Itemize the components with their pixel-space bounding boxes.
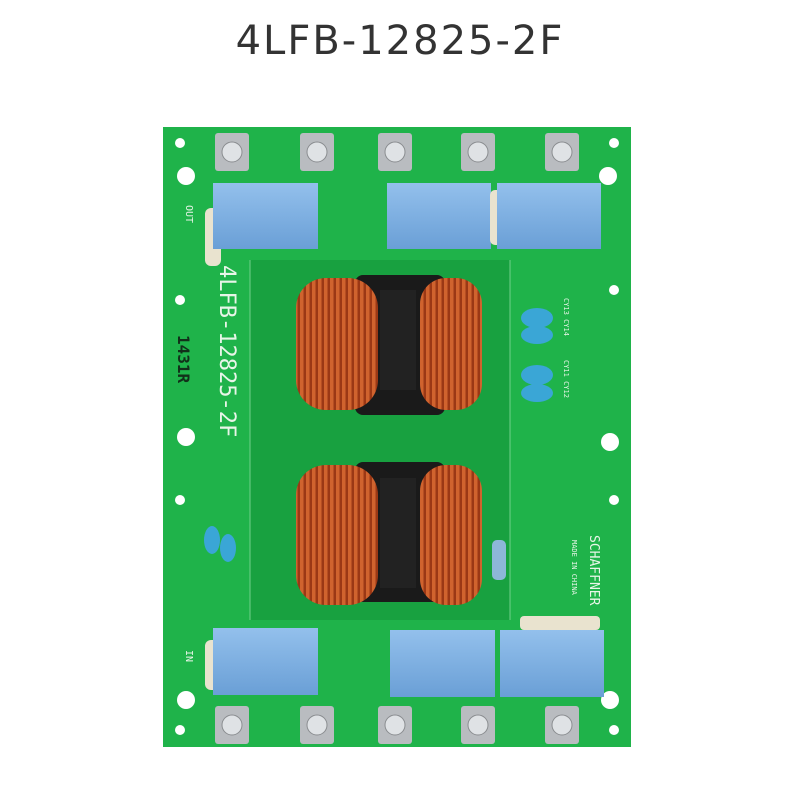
screw-head bbox=[551, 141, 573, 163]
screw-head bbox=[221, 714, 243, 736]
cap-label-1: CY13 CY14 bbox=[562, 298, 570, 336]
board-part-number: 4LFB-12825-2F bbox=[214, 265, 239, 437]
silkscreen: 4LFB-12825-2F 1431R OUT IN SCHAFFNER MAD… bbox=[174, 205, 601, 662]
screw-head bbox=[384, 714, 406, 736]
resistor bbox=[492, 540, 506, 580]
coil-top bbox=[296, 275, 482, 415]
screw-head bbox=[384, 141, 406, 163]
capacitors bbox=[204, 183, 604, 697]
screw-head bbox=[551, 714, 573, 736]
y-capacitors bbox=[204, 308, 553, 562]
board-code: 1431R bbox=[174, 335, 193, 384]
brand-label: SCHAFFNER bbox=[586, 535, 601, 606]
screw-head bbox=[221, 141, 243, 163]
screw-head bbox=[306, 141, 328, 163]
screw-head bbox=[467, 141, 489, 163]
screw-head bbox=[306, 714, 328, 736]
made-in-label: MADE IN CHINA bbox=[570, 540, 578, 596]
product-title: 4LFB-12825-2F bbox=[235, 18, 565, 64]
in-label: IN bbox=[183, 650, 194, 662]
coils bbox=[296, 275, 482, 605]
cap-label-2: CY11 CY12 bbox=[562, 360, 570, 398]
mounting-holes bbox=[175, 138, 619, 735]
coil-bottom bbox=[296, 462, 482, 605]
screw-head bbox=[467, 714, 489, 736]
terminals bbox=[215, 133, 579, 744]
out-label: OUT bbox=[183, 205, 194, 223]
